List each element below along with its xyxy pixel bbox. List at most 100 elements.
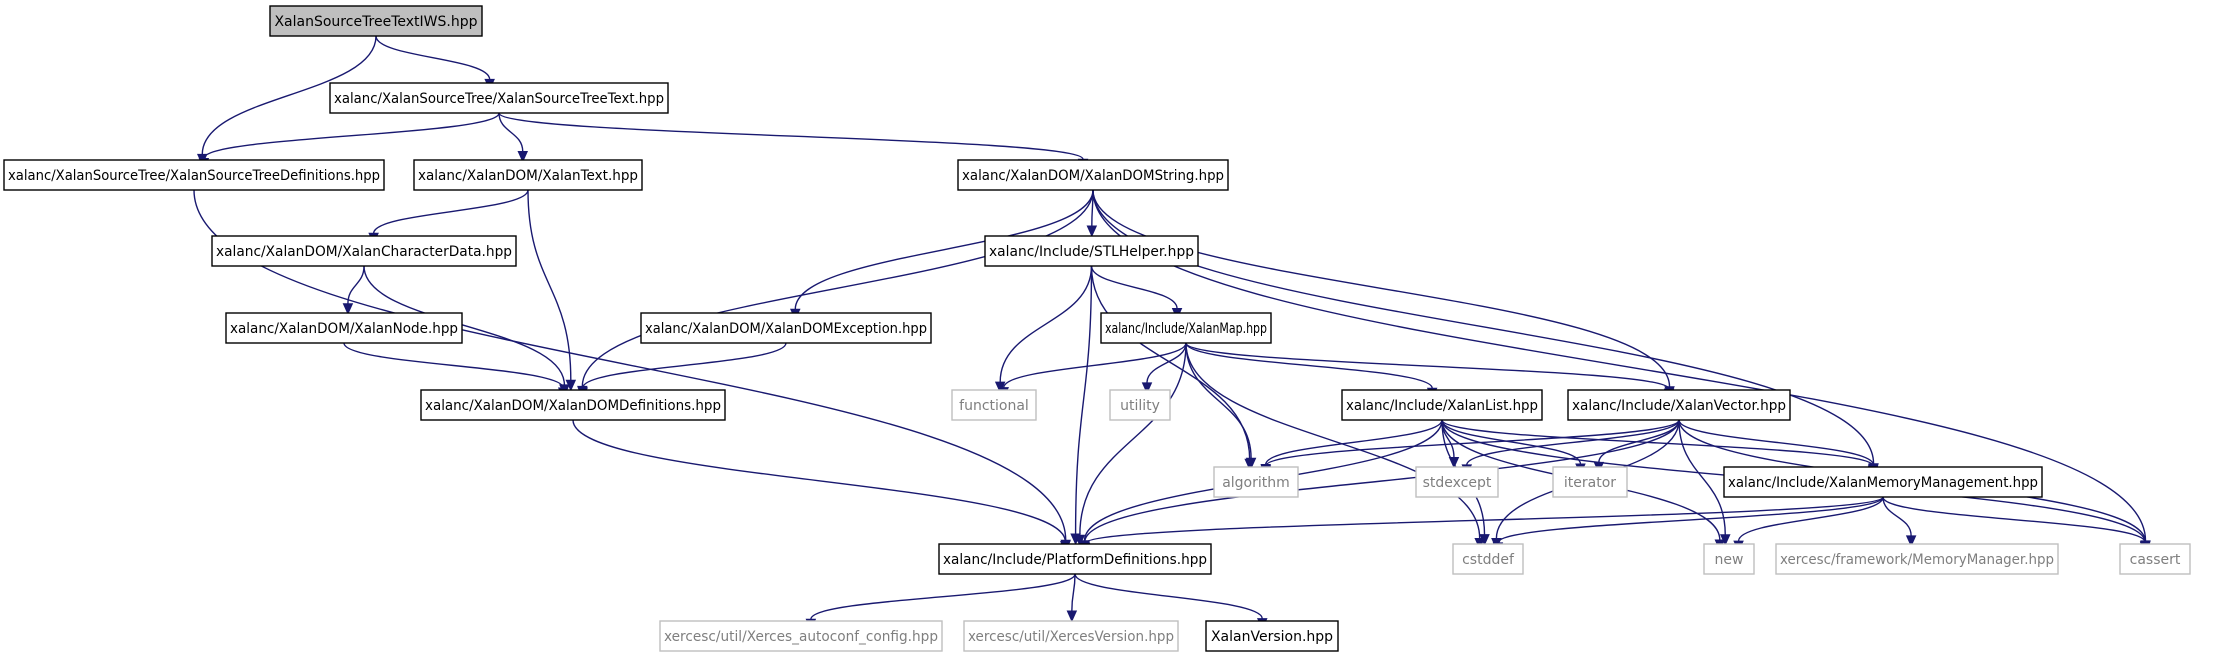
node-platdefs[interactable]: xalanc/Include/PlatformDefinitions.hpp (938, 543, 1212, 575)
nodes-layer: XalanSourceTreeTextIWS.hpp xalanc/XalanSo… (3, 5, 2191, 652)
edge-platdefs-to-xalanver (1074, 573, 1263, 619)
node-xalanver[interactable]: XalanVersion.hpp (1205, 620, 1339, 652)
node-box-algorithm (1213, 466, 1299, 498)
node-label-stdefs: xalanc/XalanSourceTree/XalanSourceTreeDe… (8, 168, 380, 184)
node-box-domexc (640, 312, 932, 344)
edge-xvector-to-new (1678, 419, 1726, 535)
node-label-new: new (1715, 552, 1744, 568)
node-box-xtext (413, 159, 643, 191)
node-chardata[interactable]: xalanc/XalanDOM/XalanCharacterData.hpp (211, 235, 517, 267)
node-cassert: cassert (2119, 543, 2191, 575)
edge-sttext-to-xtext (498, 112, 524, 152)
node-xtext[interactable]: xalanc/XalanDOM/XalanText.hpp (413, 159, 643, 191)
node-box-sttext (329, 82, 669, 114)
node-label-xlist: xalanc/Include/XalanList.hpp (1346, 398, 1538, 414)
node-label-xnode: xalanc/XalanDOM/XalanNode.hpp (230, 321, 458, 337)
edge-xlist-to-algorithm (1265, 419, 1443, 465)
edge-xvector-to-algorithm (1265, 419, 1680, 467)
node-box-domdefs (420, 389, 726, 421)
edge-xtext-to-domdefs (527, 189, 572, 381)
edge-stlhelper-to-xmap (1090, 265, 1178, 309)
node-label-chardata: xalanc/XalanDOM/XalanCharacterData.hpp (216, 244, 512, 260)
edge-xvector-to-iterator (1598, 419, 1680, 463)
node-box-autoconf (659, 620, 943, 652)
edge-stlhelper-to-functional (999, 265, 1093, 383)
node-stdefs[interactable]: xalanc/XalanSourceTree/XalanSourceTreeDe… (3, 159, 385, 191)
node-label-xmap: xalanc/Include/XalanMap.hpp (1105, 321, 1267, 337)
node-xmap[interactable]: xalanc/Include/XalanMap.hpp (1100, 312, 1272, 344)
node-box-xvector (1567, 389, 1791, 421)
edge-domstring-to-domexc (794, 189, 1094, 310)
node-box-root (269, 5, 483, 37)
node-label-domexc: xalanc/XalanDOM/XalanDOMException.hpp (645, 321, 927, 337)
edge-xnode-to-domdefs (343, 342, 564, 389)
edge-xmap-to-algorithm (1185, 342, 1252, 459)
node-label-domstring: xalanc/XalanDOM/XalanDOMString.hpp (962, 168, 1224, 184)
node-box-iterator (1552, 466, 1628, 498)
node-box-chardata (211, 235, 517, 267)
edge-xlist-to-iterator (1441, 419, 1582, 465)
node-domdefs[interactable]: xalanc/XalanDOM/XalanDOMDefinitions.hpp (420, 389, 726, 421)
node-label-utility: utility (1120, 398, 1160, 414)
node-label-stlhelper: xalanc/Include/STLHelper.hpp (989, 244, 1194, 260)
node-sttext[interactable]: xalanc/XalanSourceTree/XalanSourceTreeTe… (329, 82, 669, 114)
edge-memmgmt-to-memmgr (1882, 496, 1912, 536)
node-label-algorithm: algorithm (1222, 475, 1290, 491)
node-label-stdexcept: stdexcept (1423, 475, 1492, 491)
arrowhead-chardata-to-xnode (342, 303, 354, 316)
edge-platdefs-to-xercesver (1071, 573, 1076, 612)
node-autoconf: xercesc/util/Xerces_autoconf_config.hpp (659, 620, 943, 652)
node-box-domstring (957, 159, 1229, 191)
edge-xmap-to-utility (1146, 342, 1187, 383)
node-cstddef: cstddef (1452, 543, 1524, 575)
arrowhead-sttext-to-xtext (517, 150, 529, 163)
edge-domstring-to-xvector (1092, 189, 1671, 387)
node-label-sttext: xalanc/XalanSourceTree/XalanSourceTreeTe… (334, 91, 664, 107)
edge-root-to-sttext (375, 35, 491, 80)
node-stlhelper[interactable]: xalanc/Include/STLHelper.hpp (984, 235, 1199, 267)
arrowhead-xmap-to-algorithm (1245, 457, 1257, 470)
node-label-domdefs: xalanc/XalanDOM/XalanDOMDefinitions.hpp (425, 398, 721, 414)
node-label-memmgmt: xalanc/Include/XalanMemoryManagement.hpp (1728, 475, 2038, 491)
edge-memmgmt-to-cassert (1882, 496, 2146, 543)
arrowhead-memmgmt-to-memmgr (1905, 535, 1917, 548)
edge-xmap-to-cstddef (1185, 342, 1481, 539)
edge-domstring-to-domdefs (581, 189, 1094, 387)
edge-stlhelper-to-platdefs (1074, 265, 1093, 535)
node-algorithm: algorithm (1213, 466, 1299, 498)
node-label-xalanver: XalanVersion.hpp (1211, 629, 1333, 645)
node-xlist[interactable]: xalanc/Include/XalanList.hpp (1341, 389, 1543, 421)
edge-domexc-to-domdefs (582, 342, 787, 389)
node-memmgmt[interactable]: xalanc/Include/XalanMemoryManagement.hpp (1723, 466, 2043, 498)
node-memmgr: xercesc/framework/MemoryManager.hpp (1775, 543, 2059, 575)
node-box-functional (951, 389, 1037, 421)
node-root[interactable]: XalanSourceTreeTextIWS.hpp (269, 5, 483, 37)
arrowhead-xvector-to-new (1719, 534, 1731, 546)
node-xnode[interactable]: xalanc/XalanDOM/XalanNode.hpp (225, 312, 463, 344)
edge-xvector-to-memmgmt (1678, 419, 1874, 466)
node-label-cassert: cassert (2130, 552, 2181, 568)
node-domexc[interactable]: xalanc/XalanDOM/XalanDOMException.hpp (640, 312, 932, 344)
edge-xmap-to-platdefs (1079, 342, 1187, 536)
node-box-platdefs (938, 543, 1212, 575)
node-iterator: iterator (1552, 466, 1628, 498)
node-box-xnode (225, 312, 463, 344)
arrowhead-xmap-to-platdefs (1074, 534, 1086, 547)
edge-xmap-to-xvector (1185, 342, 1670, 390)
node-label-platdefs: xalanc/Include/PlatformDefinitions.hpp (943, 552, 1207, 568)
edge-xmap-to-xlist (1185, 342, 1433, 389)
node-xercesver: xercesc/util/XercesVersion.hpp (963, 620, 1179, 652)
node-xvector[interactable]: xalanc/Include/XalanVector.hpp (1567, 389, 1791, 421)
node-box-memmgmt (1723, 466, 2043, 498)
node-box-xercesver (963, 620, 1179, 652)
node-label-xtext: xalanc/XalanDOM/XalanText.hpp (418, 168, 638, 184)
node-box-cassert (2119, 543, 2191, 575)
edge-chardata-to-domdefs (363, 265, 566, 385)
node-label-xvector: xalanc/Include/XalanVector.hpp (1572, 398, 1786, 414)
edge-xlist-to-memmgmt (1441, 419, 1874, 467)
node-functional: functional (951, 389, 1037, 421)
edge-xvector-to-platdefs (1084, 419, 1680, 543)
node-box-utility (1109, 389, 1171, 421)
node-domstring[interactable]: xalanc/XalanDOM/XalanDOMString.hpp (957, 159, 1229, 191)
node-box-stdexcept (1415, 466, 1499, 498)
